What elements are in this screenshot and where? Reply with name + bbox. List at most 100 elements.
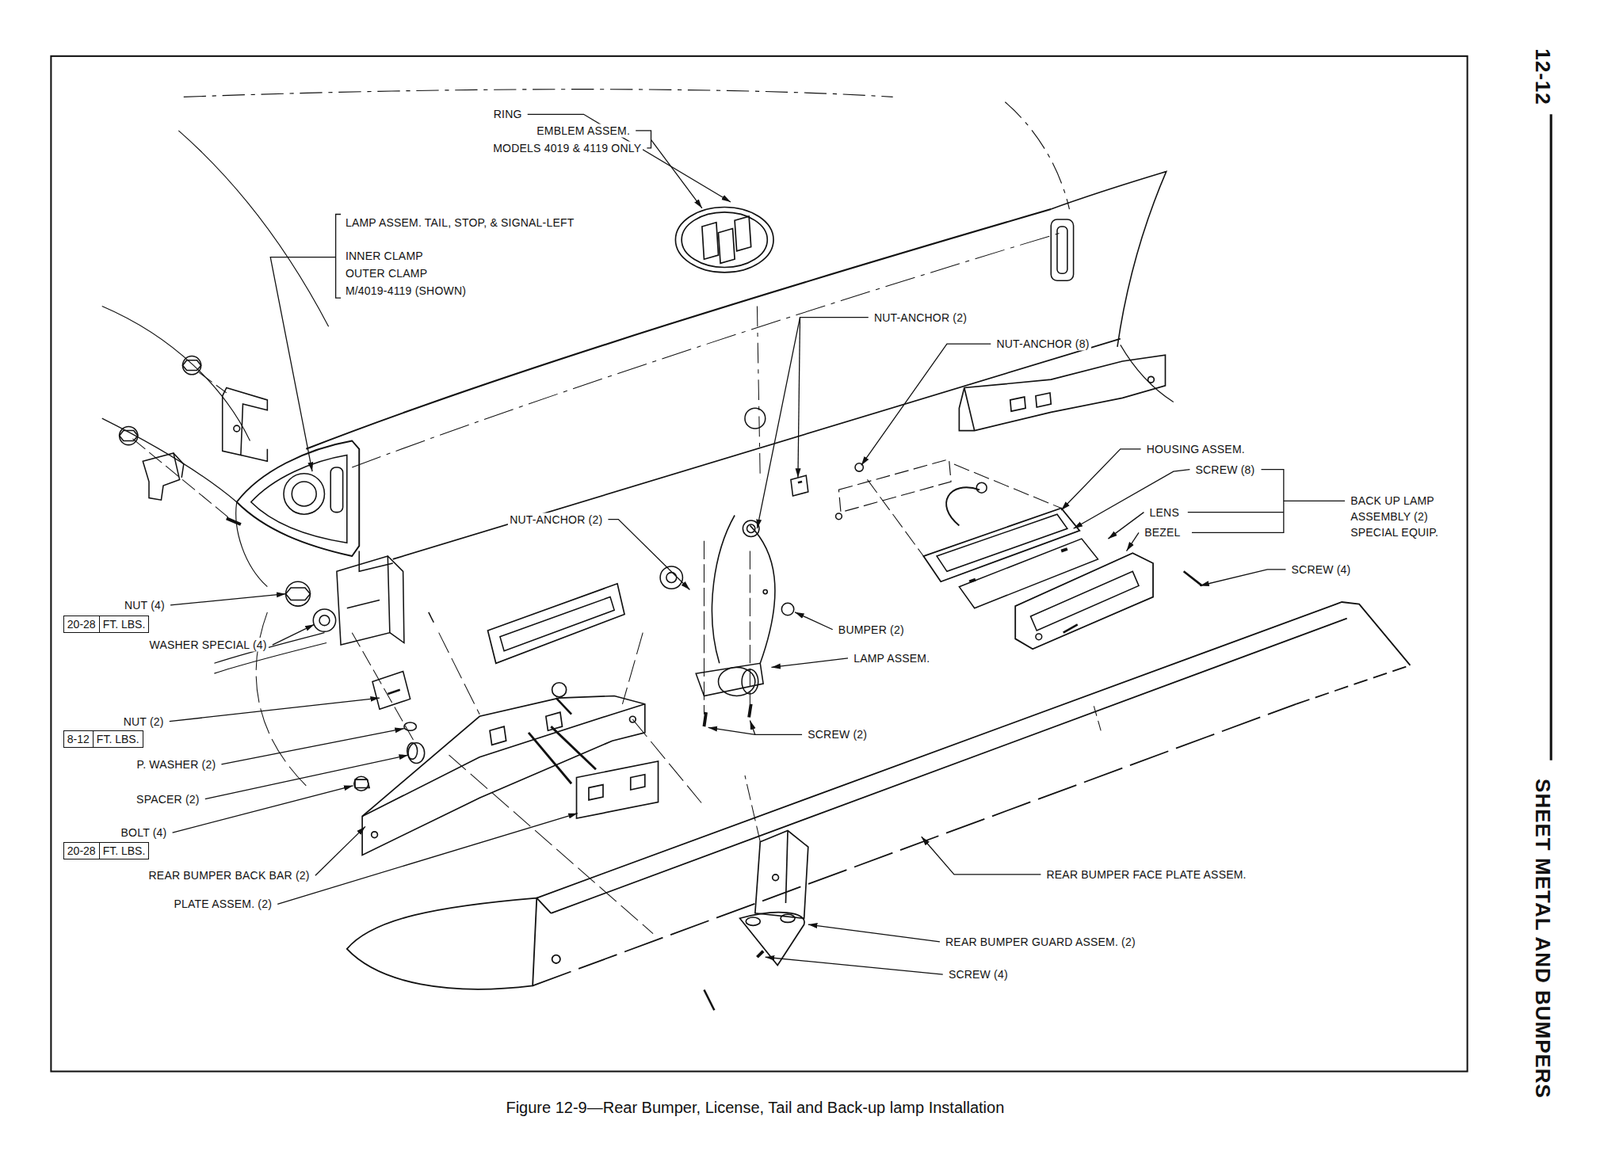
torque-value: FT. LBS. [99,843,149,860]
part-label: INNER CLAMP [343,249,425,264]
leader-line [798,317,801,478]
leader-line [1107,512,1144,539]
bumper-face-plate [1295,665,1410,705]
license-lamp [748,704,752,718]
car-body [428,612,434,623]
bumper-mount [354,776,369,791]
emblem [702,222,719,260]
car-body [236,502,268,588]
license-lamp [711,515,735,665]
leader-line [1191,469,1284,534]
car-body [236,440,360,557]
bumper-back-bar [556,698,572,715]
torque-value: FT. LBS. [99,616,149,633]
part-label: PLATE ASSEM. (2) [172,897,275,912]
bumper-mount [351,633,413,741]
car-body [291,481,317,507]
tail-lamp-clamps [182,360,201,371]
part-label: EMBLEM ASSEM. [534,123,632,138]
leader-line [270,257,336,473]
leader-line [756,317,868,530]
back-up-lamp [1183,571,1203,586]
license-lamp [798,481,802,483]
car-body [102,418,237,503]
leader-line [527,114,731,203]
bumper-face-plate [552,955,561,964]
emblem [681,212,768,268]
bumper-mount [407,743,418,760]
tail-lamp-clamps [132,439,230,519]
car-body [1057,226,1068,274]
right-back-bar [958,355,1165,431]
leader-line [921,836,1042,875]
part-label: LAMP ASSEM. [851,651,932,665]
tail-lamp-clamps [119,356,268,526]
car-body [251,455,348,544]
page-number: 12-12 [1531,46,1555,107]
bumper-back-bar [552,683,567,698]
leader-line [765,957,944,975]
part-label: SCREW (8) [1194,462,1257,477]
tail-lamp-clamps [226,518,241,525]
bumper-guard [785,831,788,904]
car-body [330,467,343,513]
leader-line [1199,569,1286,587]
part-label: BOLT (4) [119,826,169,841]
bumper-face-plate [550,618,1347,914]
license-lamp [742,520,760,538]
car-body [487,584,625,664]
part-label: NUT (2) [122,714,166,729]
leader-line [221,729,404,765]
part-label: BACK UP LAMP [1348,494,1436,508]
part-label: REAR BUMPER FACE PLATE ASSEM. [1045,867,1249,882]
bumper-face-plate [347,898,537,990]
part-label: WASHER SPECIAL (4) [148,638,269,653]
torque-spec-box: 20-28FT. LBS. [63,615,150,634]
leader-line [205,755,409,799]
car-body [351,232,1062,468]
leader-line [861,343,992,466]
page-frame [50,56,1551,1073]
leader-line [1283,500,1345,502]
bumper-guard [780,914,795,923]
bumper-mount [336,556,390,646]
emblem [717,229,735,264]
part-label: P. WASHER (2) [134,757,218,772]
leader-line [277,813,578,906]
bumper-back-bar [439,633,481,715]
leader-line [336,214,341,299]
part-label: LENS [1148,505,1181,520]
back-up-lamp [1031,571,1139,631]
tail-lamp-clamps [198,372,227,394]
back-up-lamp [1061,549,1068,552]
bumper-mount [347,599,380,608]
tail-lamp-clamps [182,356,201,375]
part-label: SCREW (4) [947,968,1010,982]
car-body [1050,171,1167,348]
license-lamp [695,475,809,727]
bumper-face-plate [347,602,1411,990]
bumper-back-bar [489,726,507,745]
car-body [1004,102,1070,210]
bumper-back-bar [362,695,646,856]
back-up-lamp [1063,624,1078,633]
bumper-back-bar [632,719,704,806]
car-body [102,305,251,441]
bumper-face-plate [532,704,1296,987]
license-lamp [749,525,776,664]
tail-lamp-clamps [240,449,268,462]
back-up-lamp [836,513,843,520]
torque-spec-box: 20-28FT. LBS. [63,842,150,860]
part-label: BEZEL [1142,526,1182,540]
torque-spec-box: 8-12FT. LBS. [63,730,144,749]
back-up-lamp [836,459,1203,650]
part-label: NUT (4) [122,598,167,612]
bumper-guard [744,775,760,843]
tail-lamp-clamps [222,387,268,455]
leader-line [169,114,1345,975]
license-lamp [790,475,809,497]
back-up-lamp [958,538,1098,609]
model-note: M/4019-4119 (SHOWN) [343,284,468,298]
bumper-guard [756,951,764,959]
right-back-bar [1148,376,1155,383]
